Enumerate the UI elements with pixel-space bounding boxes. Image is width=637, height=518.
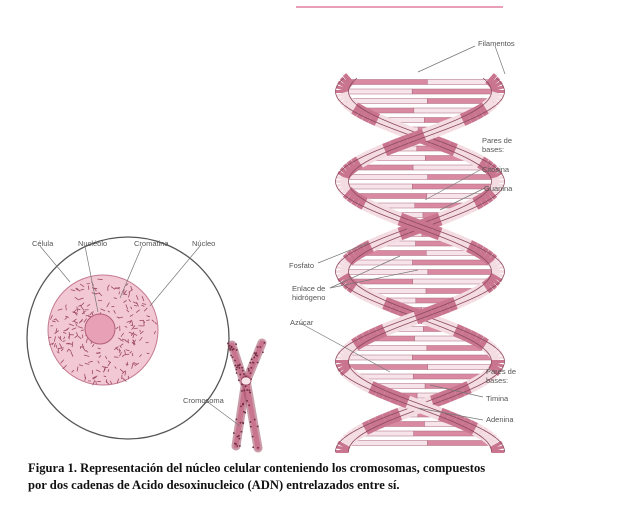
label-nucleolo: Nucléolo [78,239,107,248]
dna-double-helix [336,78,505,453]
label-filamentos: Filamentos [478,39,515,48]
chromosome [227,342,265,449]
label-timina: Timina [486,394,508,403]
label-cromosoma: Cromosoma [183,396,224,405]
figure-caption: Figura 1. Representación del núcleo celu… [28,460,628,494]
caption-line-2: por dos cadenas de Acido desoxinucleico … [28,477,628,494]
label-cromatina: Cromatina [134,239,169,248]
label-pares-bases-bottom: Pares de bases: [486,367,526,385]
label-celula: Célula [32,239,53,248]
label-guanina: Guanina [484,184,512,193]
label-pares-bases-top: Pares de bases: [482,136,522,154]
nucleus [48,275,158,385]
caption-line-1: Figura 1. Representación del núcleo celu… [28,460,628,477]
label-nucleo: Núcleo [192,239,215,248]
label-fosfato: Fosfato [289,261,314,270]
label-azucar: Azúcar [290,318,313,327]
label-adenina: Adenina [486,415,514,424]
label-citosina: Citosina [482,165,509,174]
nucleolus [85,314,115,344]
label-enlace-hidrogeno: Enlace de hidrógeno [292,284,334,302]
